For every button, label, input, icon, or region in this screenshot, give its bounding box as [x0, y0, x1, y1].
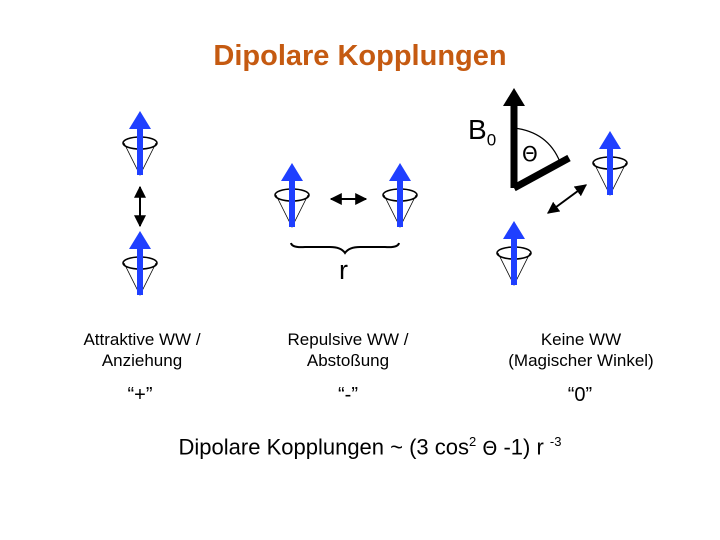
theta-label: Θ — [522, 142, 538, 166]
sign-repulsive: “-” — [338, 384, 358, 406]
formula: Dipolare Kopplungen ~ (3 cos2 Θ -1) r -3 — [178, 434, 562, 460]
angle-arc — [513, 127, 561, 163]
spin-symbol — [122, 111, 158, 176]
sign-attractive: “+” — [127, 384, 153, 406]
spin-symbol — [382, 163, 418, 228]
distance-brace — [290, 242, 400, 255]
distance-arrow-diagonal — [547, 184, 587, 214]
spin-arrow-head — [129, 231, 151, 249]
spin-arrow-head — [281, 163, 303, 181]
magic-angle-line — [512, 154, 571, 192]
title: Dipolare Kopplungen — [213, 40, 507, 72]
distance-label-r: r — [339, 255, 348, 285]
spin-arrow-head — [599, 131, 621, 149]
spin-symbol — [122, 231, 158, 296]
caption-attractive: Attraktive WW /Anziehung — [83, 330, 201, 370]
b0-label: B0 — [468, 114, 497, 150]
sign-no-interaction: “0” — [567, 384, 593, 406]
caption-repulsive: Repulsive WW /Abstoßung — [287, 330, 409, 370]
spin-arrow-head — [129, 111, 151, 129]
spin-arrow-head — [389, 163, 411, 181]
spin-symbol — [274, 163, 310, 228]
spin-symbol — [592, 131, 628, 196]
b0-arrowhead — [503, 88, 525, 106]
caption-no-interaction: Keine WW(Magischer Winkel) — [508, 330, 654, 370]
spin-arrow-head — [503, 221, 525, 239]
spin-symbol — [496, 221, 532, 286]
